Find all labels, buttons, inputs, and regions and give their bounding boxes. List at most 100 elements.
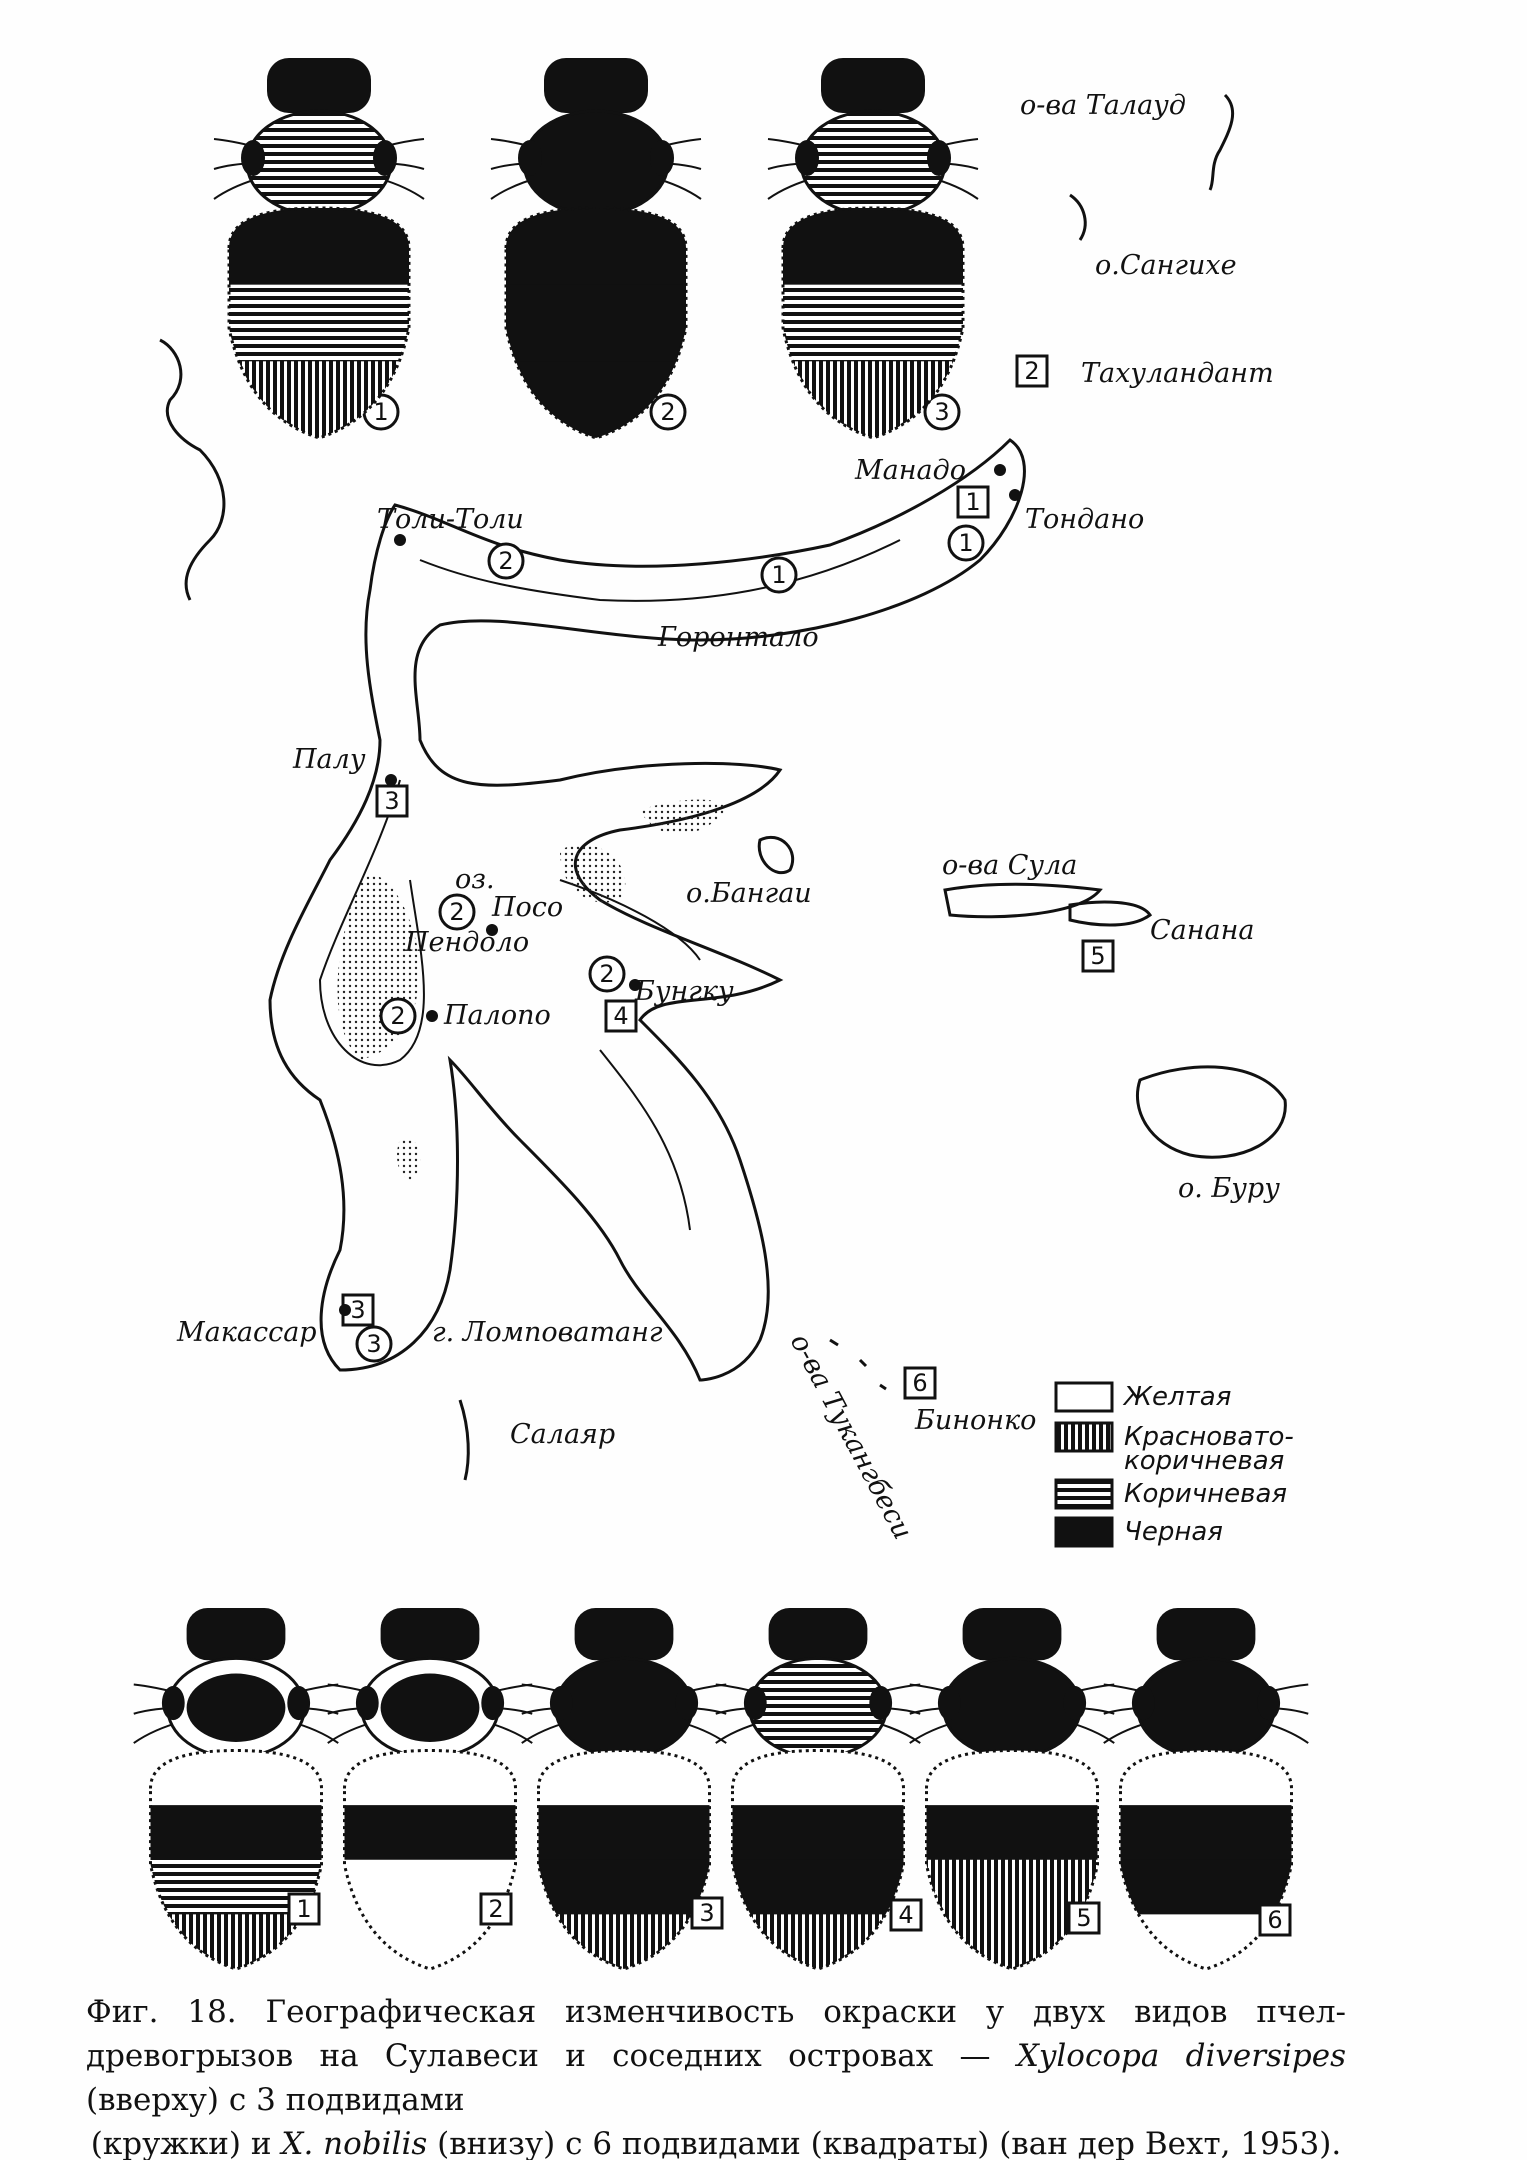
bee-head <box>1156 1608 1256 1661</box>
circle-marker-number: 2 <box>660 398 675 426</box>
label-manado: Манадо <box>854 455 966 486</box>
bee-thorax <box>1136 1656 1276 1759</box>
abdomen-band-redbrown <box>732 1914 904 1969</box>
legend-swatch <box>1054 1381 1114 1413</box>
circle-marker: 1 <box>760 556 798 594</box>
species-nobilis: X. nobilis <box>281 2126 428 2160</box>
city-dot <box>394 534 406 546</box>
abdomen-band-yellow <box>1120 1750 1292 1807</box>
bee-head <box>544 58 648 113</box>
label-makassar: Макассар <box>176 1317 317 1348</box>
square-marker: 2 <box>1015 354 1049 388</box>
legend-item-redbrown: Красновато-коричневая <box>1054 1421 1294 1476</box>
banggai-islands <box>757 835 795 875</box>
square-marker: 3 <box>375 784 409 818</box>
bee-head <box>768 1608 868 1661</box>
square-marker: 5 <box>1081 939 1115 973</box>
square-marker-number: 3 <box>384 787 399 815</box>
caption-text: (кружки) и <box>90 2126 282 2160</box>
legend-item-black: Черная <box>1054 1516 1223 1548</box>
map-sulawesi <box>159 93 1287 1481</box>
species-diversipes: Xylocopa diversipes <box>1016 2038 1346 2074</box>
legend-label: Черная <box>1124 1517 1223 1547</box>
bee-illustration <box>909 1608 1115 1971</box>
square-number: 3 <box>699 1899 714 1927</box>
nobilis-subspecies-label: 5 <box>1067 1901 1101 1935</box>
abdomen-band-black <box>926 1805 1098 1861</box>
abdomen-band-brown <box>783 284 963 363</box>
caption-text: (вверху) с 3 подвидами <box>86 2082 465 2118</box>
circle-marker: 3 <box>355 1325 393 1363</box>
square-number: 4 <box>898 1901 913 1929</box>
sulawesi-coastline <box>268 438 1026 1382</box>
square-marker: 6 <box>903 1366 937 1400</box>
square-marker-number: 3 <box>350 1296 365 1324</box>
label-tondano: Тондано <box>1025 504 1144 535</box>
abdomen-band-redbrown <box>538 1914 710 1969</box>
circle-marker: 2 <box>438 893 476 931</box>
bee-illustration <box>1103 1608 1309 1971</box>
circle-marker-number: 2 <box>599 960 614 988</box>
legend-swatch <box>1054 1421 1114 1453</box>
city-dot <box>486 924 498 936</box>
label-poso: Посо <box>491 892 563 923</box>
circle-marker-number: 2 <box>449 898 464 926</box>
xylocopa-diversipes-bees <box>213 58 979 440</box>
abdomen-band-black <box>344 1805 516 1861</box>
abdomen-band-black <box>538 1859 710 1916</box>
square-number: 1 <box>296 1895 311 1923</box>
talaud-islands <box>1208 93 1235 191</box>
sulawesi-inner-contour <box>318 539 901 1231</box>
bee-abdomen <box>150 1750 322 1969</box>
buru-island <box>1135 1065 1287 1159</box>
bee-head <box>574 1608 674 1661</box>
legend-item-yellow: Желтая <box>1054 1381 1231 1413</box>
label-sula: о-ва Сула <box>942 850 1077 881</box>
bee-abdomen <box>732 1750 904 1969</box>
city-dot <box>994 464 1006 476</box>
figure-18: о-ва Талауд о.Сангихе Тахуландант Манадо… <box>133 58 1309 1971</box>
abdomen-band-black <box>732 1805 904 1861</box>
label-banggai: о.Бангаи <box>686 878 812 909</box>
abdomen-band-black <box>1120 1805 1292 1861</box>
bee-head <box>380 1608 480 1661</box>
abdomen-band-black <box>538 1805 710 1861</box>
nobilis-subspecies-label: 6 <box>1258 1903 1292 1937</box>
sula-islands <box>943 882 1153 927</box>
circle-marker: 3 <box>923 393 961 431</box>
label-bungku: Бунгку <box>634 976 734 1007</box>
circle-marker-number: 1 <box>771 561 786 589</box>
circle-marker-number: 3 <box>934 398 949 426</box>
color-legend: ЖелтаяКрасновато-коричневаяКоричневаяЧер… <box>1054 1381 1294 1548</box>
legend-label: Желтая <box>1122 1382 1231 1412</box>
abdomen-band-yellow <box>344 1750 516 1807</box>
square-marker-number: 5 <box>1090 942 1105 970</box>
caption-text: (внизу) с 6 подвидами (квадраты) (ван де… <box>427 2126 1342 2160</box>
bee-illustration <box>490 58 702 440</box>
label-buru: о. Буру <box>1178 1173 1280 1204</box>
bee-illustration <box>213 58 425 440</box>
label-binongko: Бинонко <box>914 1405 1036 1436</box>
bee-head <box>962 1608 1062 1661</box>
bee-head <box>186 1608 286 1661</box>
bee-illustration <box>521 1608 727 1971</box>
label-salayar: Салаяр <box>510 1419 615 1450</box>
abdomen-band-yellow <box>150 1750 322 1807</box>
label-palopo: Палопо <box>443 1000 551 1031</box>
bee-abdomen <box>1120 1750 1292 1969</box>
figure-caption: Фиг. 18. Географическая изменчивость окр… <box>86 1990 1346 2160</box>
circle-marker: 1 <box>947 524 985 562</box>
label-lompobatang: г. Ломповатанг <box>432 1317 663 1348</box>
circle-marker: 2 <box>588 955 626 993</box>
sangihe-island <box>1069 193 1087 241</box>
caption-text: Географическая изменчивость окраски у дв… <box>86 1994 1346 2074</box>
nobilis-subspecies-label: 4 <box>889 1898 923 1932</box>
label-gorontalo: Горонтало <box>657 622 819 653</box>
bee-thorax <box>748 1656 888 1759</box>
bee-illustration <box>715 1608 921 1971</box>
bee-head <box>267 58 371 113</box>
label-palu: Палу <box>292 744 366 775</box>
square-marker: 4 <box>604 999 638 1033</box>
